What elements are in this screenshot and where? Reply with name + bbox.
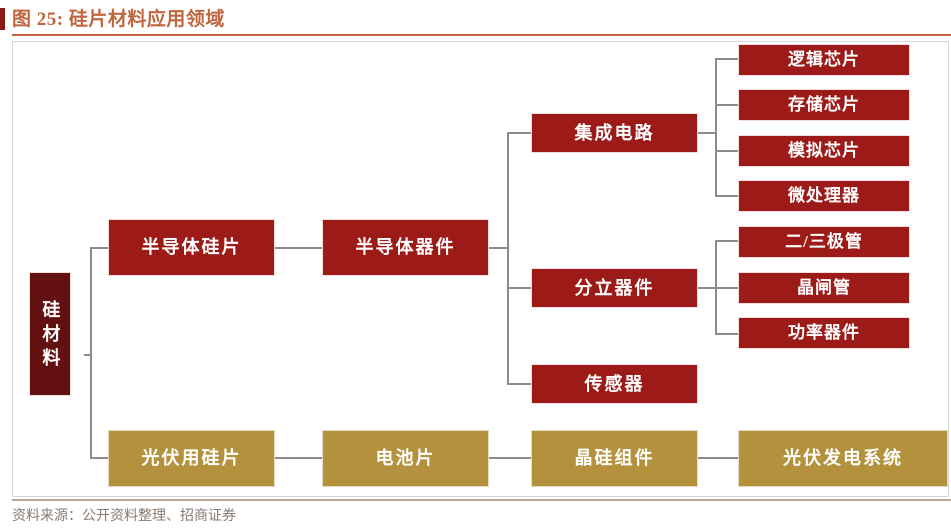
node-diode-transistor[interactable]: 二/三极管 <box>738 226 910 258</box>
footer-divider <box>12 499 951 501</box>
connector-ic-to-mpu <box>715 195 739 197</box>
connector-ic-spine <box>715 58 717 197</box>
connector-ic-to-memory <box>715 104 739 106</box>
node-pv-power-system[interactable]: 光伏发电系统 <box>738 430 948 487</box>
node-crystalline-module[interactable]: 晶硅组件 <box>531 430 698 487</box>
page-title: 图 25: 硅片材料应用领域 <box>12 9 225 30</box>
connector-discrete-to-power <box>715 333 739 335</box>
node-sensor[interactable]: 传感器 <box>531 364 698 404</box>
node-logic-chip[interactable]: 逻辑芯片 <box>738 44 910 76</box>
connector-root-to-semiconductor <box>90 247 110 249</box>
node-semiconductor-wafer[interactable]: 半导体硅片 <box>108 219 275 276</box>
connector-device-to-sensor <box>507 383 532 385</box>
connector-wafer-to-device <box>274 247 324 249</box>
node-semiconductor-device[interactable]: 半导体器件 <box>322 219 489 276</box>
node-thyristor[interactable]: 晶闸管 <box>738 272 910 304</box>
node-power-device[interactable]: 功率器件 <box>738 317 910 349</box>
connector-device-stub <box>489 247 509 249</box>
connector-device-to-ic <box>507 132 532 134</box>
node-analog-chip[interactable]: 模拟芯片 <box>738 135 910 167</box>
connector-discrete-stub <box>697 287 717 289</box>
node-integrated-circuit[interactable]: 集成电路 <box>531 113 698 153</box>
connector-ic-to-analog <box>715 150 739 152</box>
connector-ic-to-logic <box>715 58 739 60</box>
connector-root-to-photovoltaic <box>90 457 110 459</box>
source-note: 资料来源：公开资料整理、招商证券 <box>12 509 236 524</box>
connector-discrete-to-thyristor <box>715 287 739 289</box>
connector-pv-cell-to-module <box>489 457 533 459</box>
connector-ic-stub <box>697 132 717 134</box>
title-divider <box>12 34 951 36</box>
title-accent-bar <box>0 8 5 30</box>
node-solar-cell[interactable]: 电池片 <box>322 430 489 487</box>
node-microprocessor[interactable]: 微处理器 <box>738 180 910 212</box>
connector-device-to-discrete <box>507 287 532 289</box>
node-discrete-device[interactable]: 分立器件 <box>531 268 698 308</box>
connector-pv-module-to-system <box>697 457 739 459</box>
node-memory-chip[interactable]: 存储芯片 <box>738 89 910 121</box>
connector-discrete-to-diode <box>715 240 739 242</box>
connector-device-spine <box>507 132 509 384</box>
connector-root-spine <box>90 247 92 459</box>
node-pv-silicon-wafer[interactable]: 光伏用硅片 <box>108 430 275 487</box>
connector-root-stub <box>84 354 92 356</box>
node-root-silicon-material[interactable]: 硅材料 <box>29 272 71 396</box>
connector-pv-wafer-to-cell <box>274 457 324 459</box>
figure-title-bar: 图 25: 硅片材料应用领域 <box>0 0 951 36</box>
